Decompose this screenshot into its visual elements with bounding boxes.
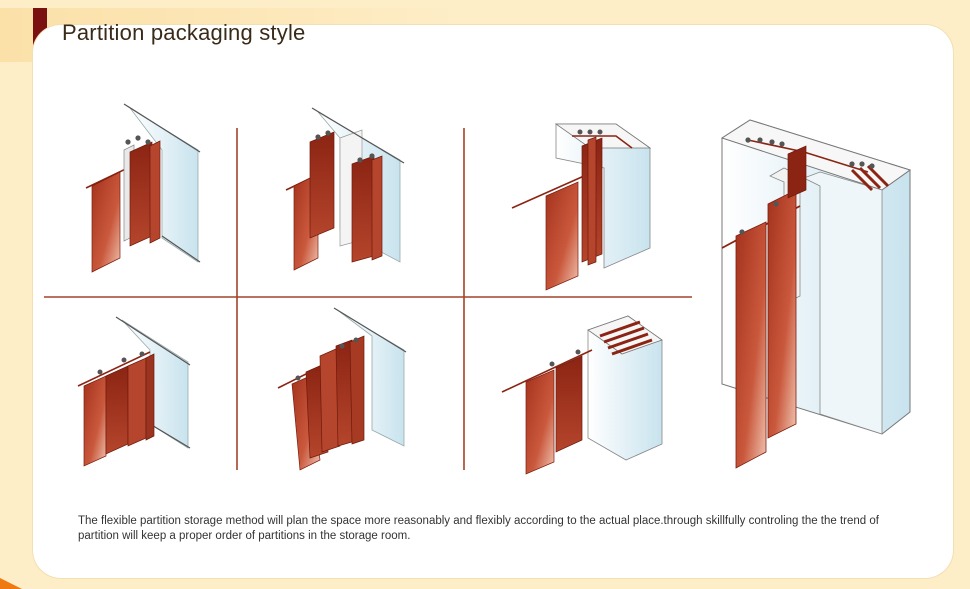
storage-variant-2 [285, 107, 405, 271]
page-title: Partition packaging style [62, 20, 306, 45]
description-caption: The flexible partition storage method wi… [78, 515, 879, 542]
storage-variant-1 [85, 103, 201, 273]
storage-variant-6 [501, 315, 663, 475]
grid-dividers [44, 128, 692, 470]
storage-variant-3 [511, 123, 652, 291]
storage-variant-4 [77, 316, 191, 467]
corner-triangle-icon [0, 578, 22, 589]
storage-variant-5 [277, 307, 407, 471]
storage-variant-large [720, 119, 912, 469]
